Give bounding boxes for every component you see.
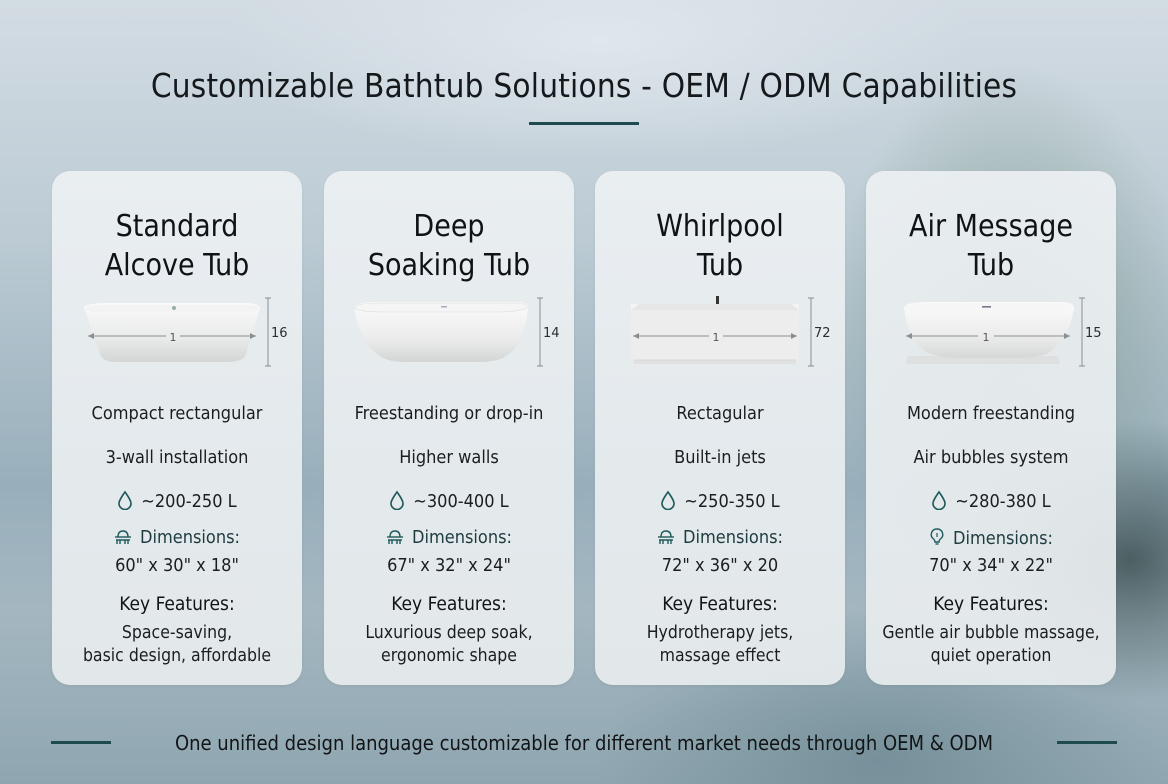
- dimensions-label: Dimensions:: [683, 527, 783, 548]
- key-features-heading: Key Features:: [119, 593, 235, 615]
- card-title-line2: Alcove Tub: [104, 248, 250, 283]
- description-line-1: Rectagular: [676, 403, 764, 424]
- volume-row: ~250-350 L: [595, 490, 845, 512]
- dimensions-value: 60" x 30" x 18": [115, 555, 239, 576]
- oval-pedestal-bathtub-image: 1: [904, 297, 1085, 367]
- dimensions-label: Dimensions:: [140, 527, 240, 548]
- volume-value: ~280-380 L: [955, 491, 1051, 512]
- volume-row: ~300-400 L: [324, 490, 574, 512]
- water-drop-icon: [661, 490, 676, 510]
- tapered-bathtub-image: 1: [84, 297, 271, 367]
- rectangular-bathtub-image: 1: [631, 296, 814, 367]
- key-features-line-2: massage effect: [659, 646, 781, 666]
- svg-text:1: 1: [713, 331, 720, 344]
- footer-left-divider: [51, 741, 111, 744]
- card-title: Deep Soaking Tub: [324, 207, 574, 285]
- card-deep-soaking-tub: Deep Soaking Tub 14 Freestanding or drop…: [324, 171, 574, 685]
- dimensions-row: Dimensions:: [866, 527, 1116, 549]
- key-features-line-2: basic design, affordable: [82, 646, 272, 666]
- dimensions-value: 70" x 34" x 22": [929, 555, 1053, 576]
- key-features-line-1: Space-saving,: [121, 623, 233, 643]
- card-air-message-tub: Air Message Tub 1 15: [866, 171, 1116, 685]
- card-title-line1: Deep: [413, 209, 485, 244]
- tub-illustration: 1 15: [866, 296, 1116, 376]
- bathtub-icon: [115, 530, 131, 544]
- height-dimension-label: 15: [1085, 326, 1102, 341]
- volume-value: ~250-350 L: [684, 491, 780, 512]
- svg-text:1: 1: [983, 331, 990, 344]
- title-underline-divider: [529, 122, 639, 125]
- volume-value: ~200-250 L: [141, 491, 237, 512]
- lightbulb-icon: [930, 528, 944, 545]
- description-line-1: Compact rectangular: [91, 403, 263, 424]
- card-title-line1: Whirlpool: [656, 209, 784, 244]
- bathtub-icon: [387, 530, 403, 544]
- footer-tagline: One unified design language customizable…: [174, 731, 994, 755]
- description-line-2: Built-in jets: [674, 447, 766, 468]
- key-features-line-2: quiet operation: [930, 646, 1052, 666]
- water-drop-icon: [390, 490, 405, 510]
- card-title-line1: Standard: [115, 209, 239, 244]
- volume-value: ~300-400 L: [413, 491, 509, 512]
- card-title-line2: Tub: [967, 248, 1015, 283]
- card-title: Standard Alcove Tub: [52, 207, 302, 285]
- card-standard-alcove-tub: Standard Alcove Tub 1 16: [52, 171, 302, 685]
- height-dimension-label: 16: [271, 326, 288, 341]
- key-features-heading: Key Features:: [933, 593, 1049, 615]
- dimensions-value: 67" x 32" x 24": [387, 555, 511, 576]
- description-line-2: 3-wall installation: [105, 447, 249, 468]
- key-features-line-1: Hydrotherapy jets,: [646, 623, 794, 643]
- oval-bathtub-image: [353, 297, 543, 367]
- tub-illustration: 1 72: [595, 296, 845, 376]
- key-features-heading: Key Features:: [662, 593, 778, 615]
- svg-text:1: 1: [170, 331, 177, 344]
- card-title-line2: Soaking Tub: [367, 248, 531, 283]
- card-whirlpool-tub: Whirlpool Tub 1 72 Rectagular Built-in j…: [595, 171, 845, 685]
- description-line-2: Air bubbles system: [913, 447, 1069, 468]
- height-dimension-label: 72: [814, 326, 831, 341]
- key-features-line-2: ergonomic shape: [381, 646, 517, 666]
- card-title: Whirlpool Tub: [595, 207, 845, 285]
- volume-row: ~200-250 L: [52, 490, 302, 512]
- dimensions-row: Dimensions:: [595, 527, 845, 548]
- height-dimension-label: 14: [543, 326, 560, 341]
- card-title: Air Message Tub: [866, 207, 1116, 285]
- volume-row: ~280-380 L: [866, 490, 1116, 512]
- page-title: Customizable Bathtub Solutions - OEM / O…: [150, 66, 1018, 105]
- tub-illustration: 1 16: [52, 296, 302, 376]
- description-line-2: Higher walls: [399, 447, 499, 468]
- description-line-1: Freestanding or drop-in: [354, 403, 544, 424]
- dimensions-row: Dimensions:: [324, 527, 574, 548]
- description-line-1: Modern freestanding: [906, 403, 1076, 424]
- key-features-line-1: Gentle air bubble massage,: [882, 623, 1100, 643]
- dimensions-label: Dimensions:: [953, 528, 1053, 549]
- bathtub-icon: [658, 530, 674, 544]
- tub-illustration: 14: [324, 296, 574, 376]
- dimensions-row: Dimensions:: [52, 527, 302, 548]
- key-features-heading: Key Features:: [391, 593, 507, 615]
- water-drop-icon: [118, 490, 133, 510]
- card-title-line2: Tub: [696, 248, 744, 283]
- card-title-line1: Air Message: [909, 209, 1073, 244]
- dimensions-label: Dimensions:: [412, 527, 512, 548]
- footer-right-divider: [1057, 741, 1117, 744]
- key-features-line-1: Luxurious deep soak,: [365, 623, 533, 643]
- water-drop-icon: [932, 490, 947, 510]
- dimensions-value: 72" x 36" x 20: [661, 555, 779, 576]
